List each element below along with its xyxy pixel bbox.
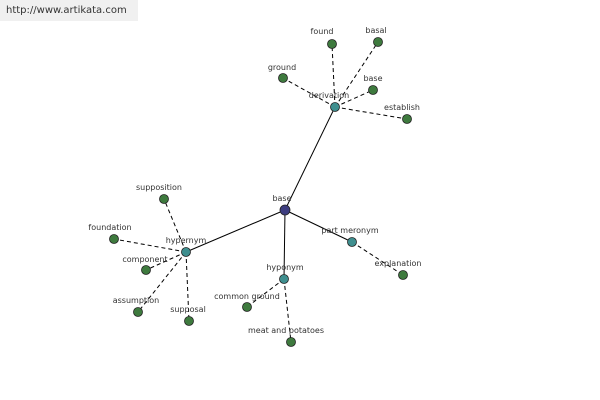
edge-hyponym-to-common-ground: [246, 278, 285, 308]
leaf-label-ground[interactable]: ground: [268, 63, 296, 72]
graph-nodes: [109, 37, 412, 347]
leaf-label-basal[interactable]: basal: [365, 26, 386, 35]
leaf-node-assumption[interactable]: [133, 307, 143, 317]
edge-hyponym-to-meat-and-potatoes: [283, 278, 292, 343]
leaf-node-base[interactable]: [368, 85, 378, 95]
edge-base-to-hypernym: [185, 209, 286, 253]
edge-base-to-derivation: [284, 106, 336, 211]
leaf-label-common-ground[interactable]: common ground: [214, 292, 280, 301]
edge-derivation-to-found: [331, 43, 336, 108]
leaf-label-establish[interactable]: establish: [384, 103, 420, 112]
leaf-node-supposal[interactable]: [184, 316, 194, 326]
edge-hypernym-to-component: [145, 251, 187, 271]
leaf-label-supposition[interactable]: supposition: [136, 183, 182, 192]
graph-edges: [113, 41, 408, 343]
relation-label-hypernym[interactable]: hypernym: [166, 236, 207, 245]
edge-base-to-hyponym: [283, 209, 286, 280]
site-watermark[interactable]: http://www.artikata.com: [0, 0, 138, 21]
leaf-node-explanation[interactable]: [398, 270, 408, 280]
edge-derivation-to-establish: [334, 106, 408, 120]
root-node-base[interactable]: [279, 204, 291, 216]
leaf-node-ground[interactable]: [278, 73, 288, 83]
leaf-label-base[interactable]: base: [363, 74, 382, 83]
leaf-node-found[interactable]: [327, 39, 337, 49]
relation-node-hyponym[interactable]: [279, 274, 289, 284]
relation-label-part-meronym[interactable]: part meronym: [321, 226, 378, 235]
edge-part-meronym-to-explanation: [351, 241, 404, 276]
edge-hypernym-to-foundation: [113, 238, 187, 253]
relation-node-hypernym[interactable]: [181, 247, 191, 257]
leaf-label-component[interactable]: component: [122, 255, 167, 264]
leaf-label-foundation[interactable]: foundation: [88, 223, 131, 232]
leaf-node-establish[interactable]: [402, 114, 412, 124]
leaf-node-component[interactable]: [141, 265, 151, 275]
root-label-base[interactable]: base: [272, 194, 291, 203]
relation-node-derivation[interactable]: [330, 102, 340, 112]
leaf-label-found[interactable]: found: [311, 27, 334, 36]
leaf-node-foundation[interactable]: [109, 234, 119, 244]
relation-label-hyponym[interactable]: hyponym: [266, 263, 304, 272]
edge-base-to-part-meronym: [284, 209, 353, 243]
leaf-label-meat-and-potatoes[interactable]: meat and potatoes: [248, 326, 324, 335]
graph-labels: found basal ground base establish derivation s…: [88, 26, 421, 335]
edge-derivation-to-ground: [282, 77, 336, 108]
edge-hypernym-to-supposition: [163, 198, 187, 253]
leaf-label-supposal[interactable]: supposal: [170, 305, 206, 314]
leaf-label-assumption[interactable]: assumption: [113, 296, 160, 305]
leaf-node-common-ground[interactable]: [242, 302, 252, 312]
edge-hypernym-to-supposal: [185, 251, 190, 322]
relation-label-derivation[interactable]: derivation: [309, 91, 349, 100]
relation-node-part-meronym[interactable]: [347, 237, 357, 247]
edge-hypernym-to-assumption: [137, 251, 187, 313]
leaf-node-basal[interactable]: [373, 37, 383, 47]
leaf-label-explanation[interactable]: explanation: [374, 259, 421, 268]
edge-derivation-to-basal: [334, 41, 379, 108]
leaf-node-supposition[interactable]: [159, 194, 169, 204]
leaf-node-meat-and-potatoes[interactable]: [286, 337, 296, 347]
